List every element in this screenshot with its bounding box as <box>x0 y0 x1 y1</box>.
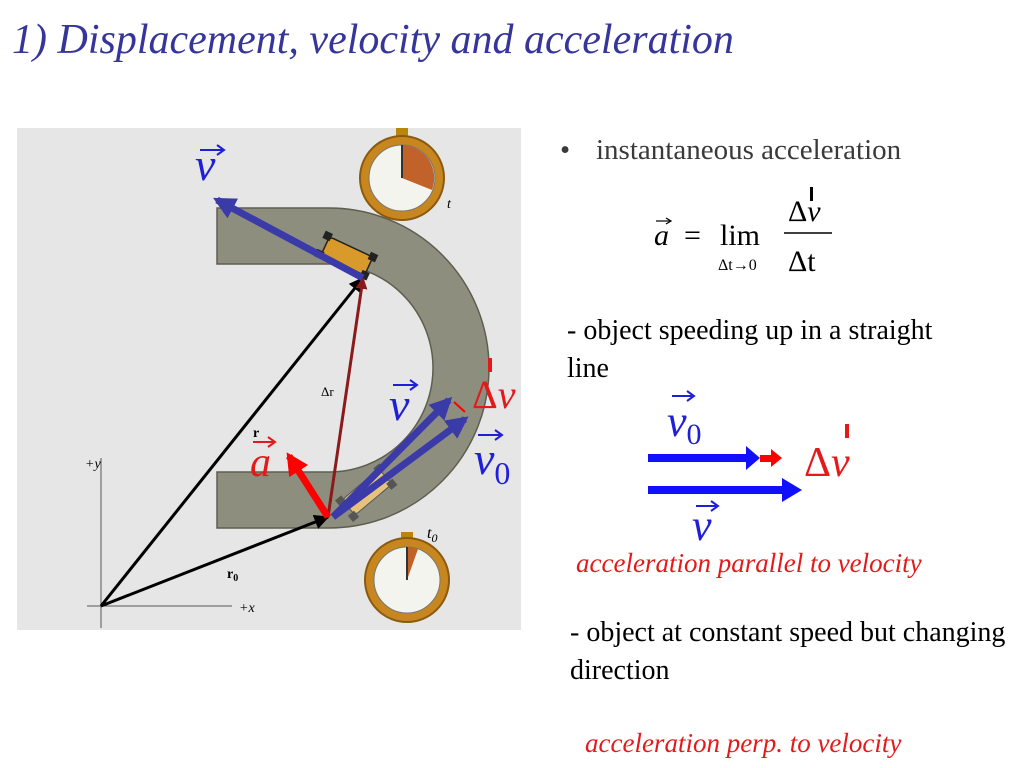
case1-v-label: v <box>692 501 712 550</box>
case1-v0-arrow <box>648 454 748 462</box>
formula-lim: lim <box>720 219 760 252</box>
bullet-instantaneous-acceleration: • instantaneous acceleration <box>560 134 901 167</box>
acceleration-formula: a = lim Δt→0 Δv Δt <box>650 185 850 285</box>
parallel-vector-diagram: v0 Δv v <box>630 390 890 550</box>
slide-title: 1) Displacement, velocity and accelerati… <box>12 17 734 63</box>
case1-dv-label: Δv <box>804 440 850 486</box>
motion-figure: +y +x t t0 <box>17 128 521 630</box>
bullet-symbol: • <box>560 134 571 166</box>
svg-text:a: a <box>250 440 271 486</box>
parallel-diagram-svg: v0 Δv v <box>648 390 850 550</box>
label-delta-v: Δv <box>472 358 516 417</box>
time-t0-label: t0 <box>427 525 437 545</box>
label-v-right: v <box>389 379 419 430</box>
formula-lhs: a <box>654 219 669 252</box>
label-r: r <box>253 426 259 441</box>
formula-svg: a = lim Δt→0 Δv Δt <box>654 187 832 278</box>
label-r0: r0 <box>227 567 238 584</box>
svg-text:v0: v0 <box>474 433 510 491</box>
case1-caption: acceleration parallel to velocity <box>576 548 922 578</box>
case2-text: - object at constant speed but changing … <box>570 617 1006 686</box>
position-vector-r0 <box>100 514 330 608</box>
svg-text:v: v <box>195 139 216 190</box>
case1-dv-arrow <box>760 455 772 462</box>
formula-denominator: Δt <box>788 245 816 278</box>
case1-v0-label: v0 <box>667 397 702 451</box>
velocity-vector-top <box>213 196 365 282</box>
velocity-vector-v <box>330 396 453 520</box>
formula-equals: = <box>684 219 701 252</box>
formula-numerator: Δv <box>788 195 821 228</box>
case2-caption: acceleration perp. to velocity <box>585 728 902 758</box>
case1-text: - object speeding up in a straight line <box>567 315 933 384</box>
velocity-vector-v0 <box>330 416 469 520</box>
acceleration-vector <box>286 452 331 519</box>
stopwatch-bottom-icon <box>364 532 450 623</box>
label-v-top: v <box>195 139 226 190</box>
displacement-vector <box>326 276 368 518</box>
stopwatch-top-icon <box>359 128 445 221</box>
svg-text:Δv: Δv <box>472 372 516 417</box>
motion-figure-svg: +y +x t t0 <box>85 128 516 628</box>
time-t-label: t <box>447 197 452 212</box>
axis-y-label: +y <box>85 457 101 472</box>
delta-v-tick <box>453 401 466 413</box>
case1-v-arrow <box>648 486 784 494</box>
position-vector-r <box>99 276 365 607</box>
label-v0: v0 <box>474 429 510 491</box>
bullet-text: instantaneous acceleration <box>596 134 902 166</box>
label-a: a <box>250 436 277 486</box>
label-delta-r: Δr <box>321 384 334 399</box>
svg-text:v: v <box>389 379 410 430</box>
axis-x-label: +x <box>239 601 255 616</box>
formula-lim-sub: Δt→0 <box>718 257 757 274</box>
